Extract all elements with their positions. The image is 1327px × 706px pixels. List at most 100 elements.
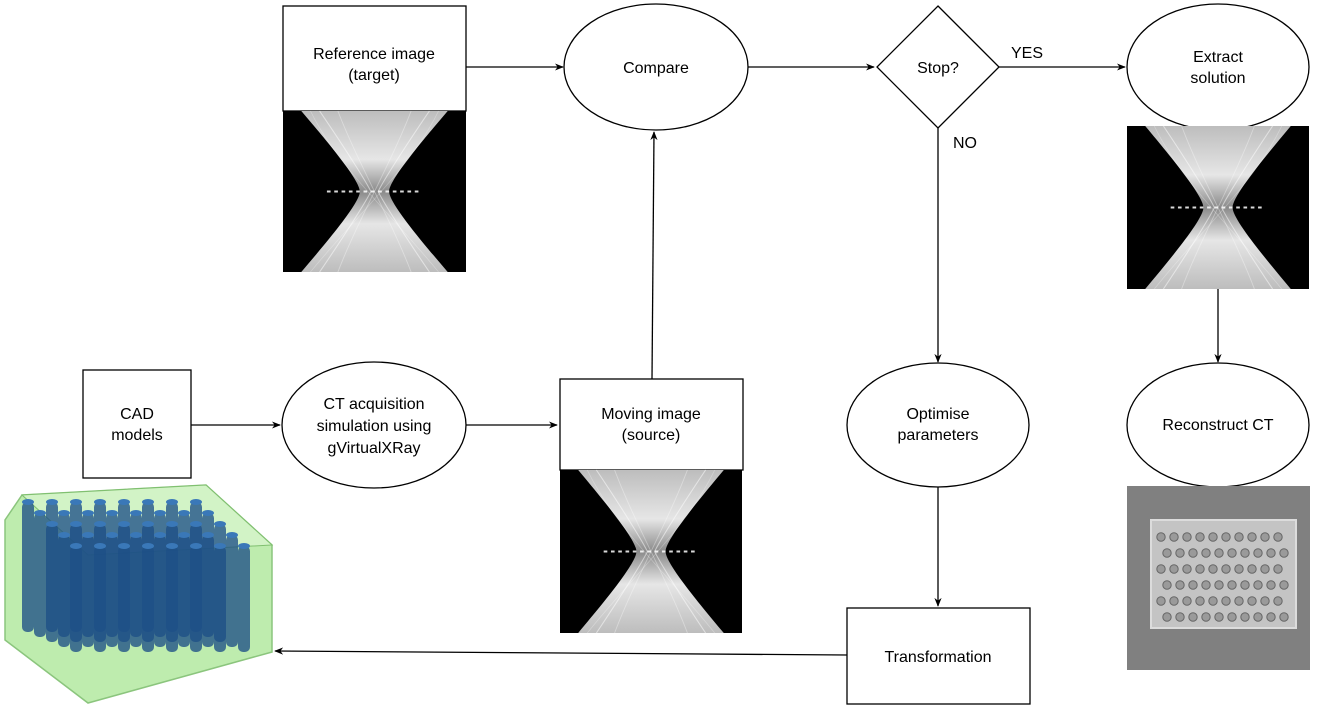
cad-rod-cap — [46, 521, 58, 527]
cad-rod-cap — [130, 532, 142, 538]
cad-models-label-line1: CAD — [120, 406, 154, 423]
cad-rod-cap — [226, 532, 238, 538]
cad-rod-cap — [70, 543, 82, 549]
cad-rod — [238, 546, 250, 652]
cad-rod-cap — [58, 532, 70, 538]
ct-hole — [1201, 580, 1211, 590]
cad-rod — [226, 535, 238, 647]
cad-rod-cap — [142, 499, 154, 505]
ct-hole — [1247, 532, 1257, 542]
edge-moving-to-compare — [650, 131, 658, 380]
cad-rod — [106, 535, 118, 647]
ct-acquisition-label-line2: simulation using — [317, 418, 432, 435]
reference-image-label-line1: Reference image — [313, 46, 435, 63]
stop-decision-node: Stop? — [876, 5, 1000, 129]
ct-hole — [1234, 564, 1244, 574]
cad-rod-cap — [118, 543, 130, 549]
ct-hole — [1247, 564, 1257, 574]
cad-rod — [94, 546, 106, 652]
ct-hole — [1221, 532, 1231, 542]
ct-hole — [1260, 564, 1270, 574]
cad-rod-cap — [166, 543, 178, 549]
cad-rod-cap — [154, 510, 166, 516]
cad-rod-cap — [22, 499, 34, 505]
reconstruct-ct-label: Reconstruct CT — [1162, 417, 1273, 434]
cad-rod-cap — [202, 532, 214, 538]
cad-rod-cap — [214, 521, 226, 527]
ct-hole — [1175, 548, 1185, 558]
ct-hole — [1208, 596, 1218, 606]
ct-hole — [1169, 564, 1179, 574]
ct-hole — [1182, 564, 1192, 574]
ct-hole — [1234, 596, 1244, 606]
cad-rod — [22, 502, 34, 632]
ct-hole — [1208, 564, 1218, 574]
ct-hole — [1279, 548, 1289, 558]
cad-rod — [142, 546, 154, 652]
cad-rod-cap — [190, 499, 202, 505]
moving-image-label-line1: Moving image — [601, 406, 701, 423]
ct-hole — [1162, 548, 1172, 558]
ct-hole — [1266, 580, 1276, 590]
ct-hole — [1169, 596, 1179, 606]
cad-rod — [118, 546, 130, 652]
no-label: NO — [953, 135, 977, 152]
ct-hole — [1227, 580, 1237, 590]
cad-rod-cap — [178, 532, 190, 538]
ct-hole — [1156, 596, 1166, 606]
moving-image-label-line2: (source) — [622, 427, 681, 444]
ct-hole — [1240, 580, 1250, 590]
ct-acquisition-label-line3: gVirtualXRay — [327, 440, 420, 457]
ct-hole — [1253, 612, 1263, 622]
extract-solution-label-line1: Extract — [1193, 49, 1243, 66]
reference-image-node: Reference image (target) — [281, 5, 468, 274]
compare-node: Compare — [563, 3, 749, 131]
ct-hole — [1273, 596, 1283, 606]
cad-rod — [190, 546, 202, 652]
ct-hole — [1162, 580, 1172, 590]
edges — [191, 63, 1222, 656]
cad-rod — [166, 546, 178, 652]
cad-rod — [82, 535, 94, 647]
ct-hole — [1156, 564, 1166, 574]
ct-slice-image — [1127, 486, 1310, 670]
cad-rod-cap — [166, 521, 178, 527]
cad-rod-cap — [190, 521, 202, 527]
cad-rod-cap — [106, 510, 118, 516]
ct-hole — [1195, 532, 1205, 542]
yes-label: YES — [1011, 45, 1043, 62]
ct-hole — [1156, 532, 1166, 542]
ct-hole — [1227, 548, 1237, 558]
cad-rod — [214, 546, 226, 652]
ct-hole — [1253, 580, 1263, 590]
cad-rod — [58, 535, 70, 647]
transformation-node: Transformation — [846, 607, 1031, 705]
reconstruct-ct-node: Reconstruct CT — [1126, 362, 1310, 670]
ct-hole — [1279, 580, 1289, 590]
cad-rod-cap — [58, 510, 70, 516]
ct-hole — [1188, 580, 1198, 590]
ct-hole — [1221, 564, 1231, 574]
cad-rod — [34, 513, 46, 637]
ct-hole — [1221, 596, 1231, 606]
cad-rod-cap — [70, 499, 82, 505]
ct-hole — [1240, 612, 1250, 622]
cad-rod — [154, 535, 166, 647]
edge-transformation-to-cad — [274, 647, 848, 656]
cad-rod — [178, 535, 190, 647]
ct-hole — [1208, 532, 1218, 542]
cad-rod-cap — [94, 521, 106, 527]
ct-hole — [1195, 596, 1205, 606]
cad-rod-cap — [142, 521, 154, 527]
ct-hole — [1260, 532, 1270, 542]
ct-hole — [1260, 596, 1270, 606]
cad-rod-cap — [154, 532, 166, 538]
optimise-parameters-label-line2: parameters — [898, 427, 979, 444]
reference-sinogram-image — [281, 109, 468, 274]
cad-rod-cap — [106, 532, 118, 538]
cad-rod — [70, 546, 82, 652]
cad-rod-cap — [70, 521, 82, 527]
optimise-parameters-label-line1: Optimise — [906, 406, 969, 423]
transformation-label: Transformation — [885, 649, 992, 666]
ct-hole — [1214, 612, 1224, 622]
